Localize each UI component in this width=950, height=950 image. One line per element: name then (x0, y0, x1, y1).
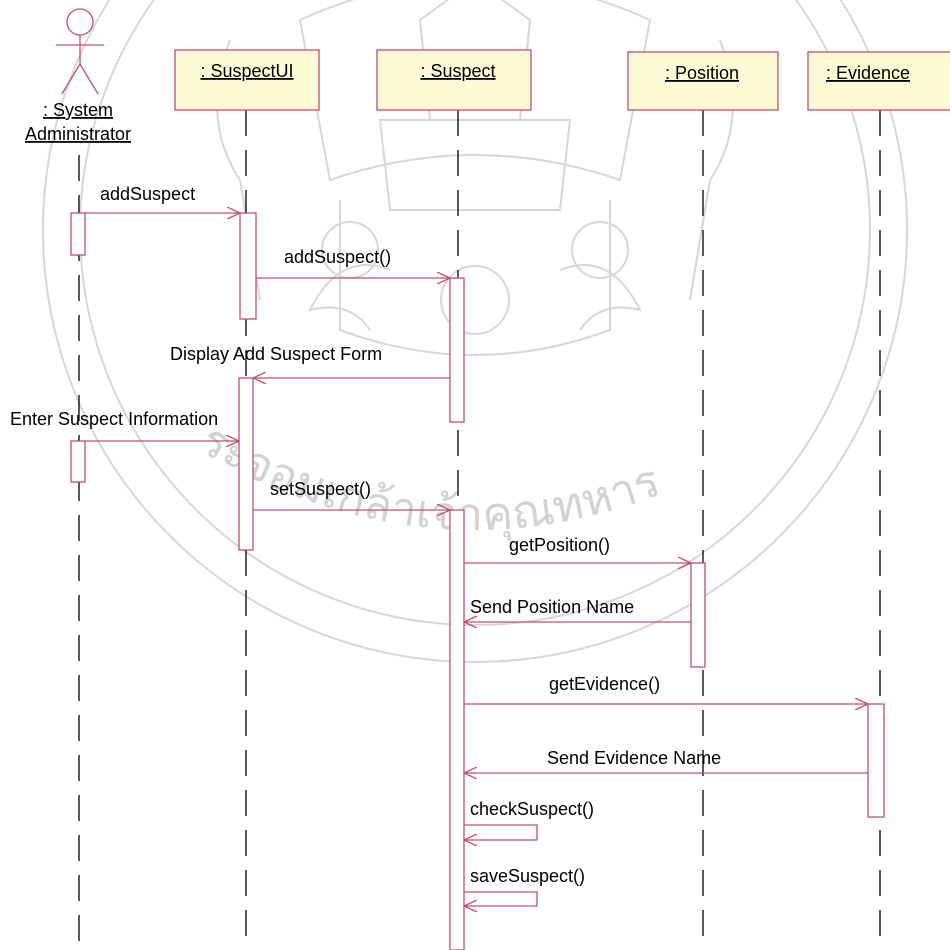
activation-position (690, 562, 706, 668)
message-addsuspect-actor: addSuspect (85, 184, 240, 213)
message-addsuspect-call: addSuspect() (256, 247, 450, 278)
object-label-evidence: : Evidence (826, 63, 910, 83)
message-label: Send Evidence Name (547, 748, 721, 768)
object-suspect: : Suspect (376, 49, 532, 111)
actor-name-line1: : System (43, 100, 113, 120)
actor-system-administrator: : System Administrator (25, 8, 131, 144)
message-label: checkSuspect() (470, 799, 594, 819)
object-box-suspectui (174, 49, 320, 111)
actor-head (66, 8, 94, 36)
activation-evidence (867, 703, 885, 818)
message-self-arrow (464, 891, 538, 906)
message-label: Enter Suspect Information (10, 409, 218, 429)
message-getposition: getPosition() (464, 535, 691, 563)
message-label: Display Add Suspect Form (170, 344, 382, 364)
object-label-position: : Position (665, 63, 739, 83)
message-getevidence: getEvidence() (464, 674, 868, 704)
actor-right-leg (79, 63, 99, 95)
message-label: addSuspect() (284, 247, 391, 267)
message-label: Send Position Name (470, 597, 634, 617)
message-send-position-name: Send Position Name (464, 597, 691, 622)
message-savesuspect-self: saveSuspect() (464, 866, 585, 906)
object-label-suspect: : Suspect (420, 61, 495, 81)
message-self-arrow (464, 824, 538, 840)
actor-left-leg (61, 63, 81, 95)
message-checksuspect-self: checkSuspect() (464, 799, 594, 840)
activation-suspect-1 (449, 277, 465, 423)
message-label: saveSuspect() (470, 866, 585, 886)
message-label: getPosition() (509, 535, 610, 555)
message-label: addSuspect (100, 184, 195, 204)
activation-actor-1 (70, 212, 86, 256)
object-evidence: : Evidence (807, 51, 950, 111)
activation-suspect-2 (449, 509, 465, 950)
actor-name-line2: Administrator (25, 124, 131, 144)
object-position: : Position (627, 51, 779, 111)
message-display-add-suspect-form: Display Add Suspect Form (170, 344, 450, 378)
message-setsuspect: setSuspect() (253, 479, 450, 510)
activation-suspectui-2 (238, 377, 254, 551)
activation-actor-2 (70, 440, 86, 483)
message-label: setSuspect() (270, 479, 371, 499)
message-send-evidence-name: Send Evidence Name (464, 748, 868, 773)
object-label-suspectui: : SuspectUI (200, 61, 293, 81)
message-enter-suspect-information: Enter Suspect Information (10, 409, 239, 441)
message-label: getEvidence() (549, 674, 660, 694)
object-suspectui: : SuspectUI (174, 49, 320, 111)
object-box-suspect (376, 49, 532, 111)
object-box-position (627, 51, 779, 111)
activation-suspectui-1 (239, 212, 257, 320)
object-box-evidence (807, 51, 950, 111)
